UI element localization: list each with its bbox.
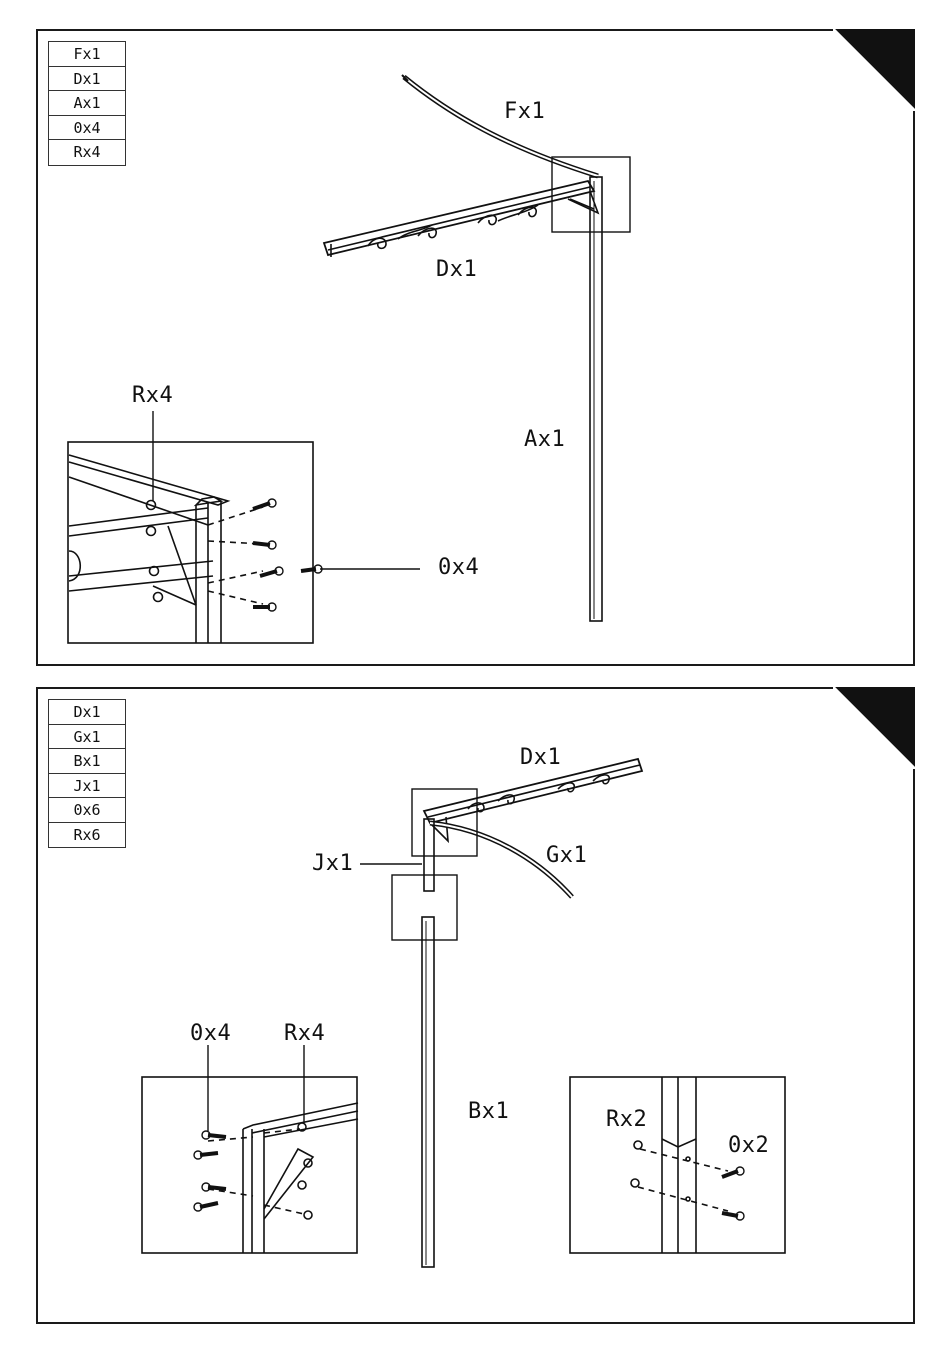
joint-detail-inset xyxy=(68,442,322,643)
beam-part-d xyxy=(324,181,598,257)
connector-part-j xyxy=(424,819,434,891)
label-r2: Rx2 xyxy=(606,1107,647,1132)
label-f: Fx1 xyxy=(504,99,545,124)
label-o: 0x4 xyxy=(438,555,479,580)
label-g: Gx1 xyxy=(546,843,587,868)
label-o4: 0x4 xyxy=(190,1021,231,1046)
assembly-drawing xyxy=(38,689,917,1326)
leg-part-b xyxy=(422,917,434,1267)
label-r4: Rx4 xyxy=(284,1021,325,1046)
label-j: Jx1 xyxy=(312,851,353,876)
label-a: Ax1 xyxy=(524,427,565,452)
step-2-panel: Dx1 Gx1 Bx1 Jx1 0x6 Rx6 xyxy=(36,687,915,1324)
label-r: Rx4 xyxy=(132,383,173,408)
arch-part-f xyxy=(402,75,598,176)
label-d: Dx1 xyxy=(436,257,477,282)
label-d: Dx1 xyxy=(520,745,561,770)
label-b: Bx1 xyxy=(468,1099,509,1124)
label-o2: 0x2 xyxy=(728,1133,769,1158)
leg-joint-inset xyxy=(570,1077,785,1253)
beam-joint-inset xyxy=(142,1045,358,1253)
step-1-panel: Fx1 Dx1 Ax1 0x4 Rx4 xyxy=(36,29,915,666)
leg-part-a xyxy=(590,177,602,621)
